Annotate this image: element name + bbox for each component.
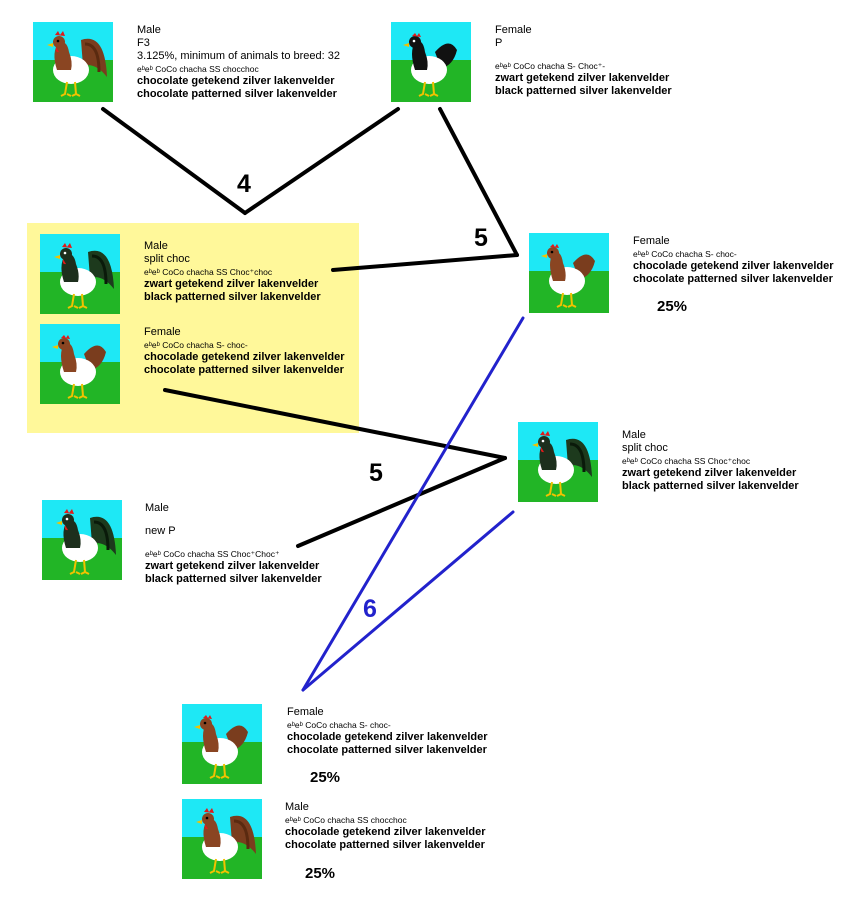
cross-line bbox=[331, 253, 519, 272]
sex-label: Female bbox=[495, 24, 532, 36]
sex-label: Female bbox=[144, 326, 181, 338]
cross-line bbox=[163, 388, 507, 460]
animal-info: Male F3 3.125%, minimum of animals to br… bbox=[137, 24, 340, 101]
cross-line bbox=[296, 456, 507, 548]
hen-brown-icon bbox=[182, 704, 262, 784]
genotype: eᵇeᵇ CoCo chacha SS chocchoc bbox=[137, 64, 259, 74]
animal-info: Male eᵇeᵇ CoCo chacha SS chocchoc chocol… bbox=[285, 801, 486, 852]
sex-label: Female bbox=[633, 235, 670, 247]
rooster-black-icon bbox=[40, 234, 120, 314]
name-english: chocolate patterned silver lakenvelder bbox=[144, 364, 344, 376]
name-english: chocolate patterned silver lakenvelder bbox=[137, 88, 337, 100]
generation-label: P bbox=[495, 37, 503, 49]
genotype: eᵇeᵇ CoCo chacha SS chocchoc bbox=[285, 815, 407, 825]
rooster-brown-icon bbox=[182, 799, 262, 879]
hen-brown-icon bbox=[40, 324, 120, 404]
sex-label: Male bbox=[622, 429, 646, 441]
genotype: eᵇeᵇ CoCo chacha S- choc- bbox=[144, 340, 248, 350]
name-dutch: chocolade getekend zilver lakenvelder bbox=[633, 260, 834, 272]
cross-line-blue bbox=[301, 316, 525, 692]
rooster-black-icon bbox=[42, 500, 122, 580]
animal-info: Female P eᵇeᵇ CoCo chacha S- Choc⁺- zwar… bbox=[495, 24, 672, 98]
genotype: eᵇeᵇ CoCo chacha S- choc- bbox=[633, 249, 737, 259]
animal-info: Female eᵇeᵇ CoCo chacha S- choc- chocola… bbox=[144, 326, 345, 377]
name-dutch: zwart getekend zilver lakenvelder bbox=[495, 72, 670, 84]
genotype: eᵇeᵇ CoCo chacha SS Choc⁺choc bbox=[622, 456, 751, 466]
generation-number: 5 bbox=[369, 459, 383, 487]
name-dutch: zwart getekend zilver lakenvelder bbox=[145, 560, 320, 572]
generation-label: F3 bbox=[137, 37, 150, 49]
name-english: black patterned silver lakenvelder bbox=[495, 85, 672, 97]
genotype: eᵇeᵇ CoCo chacha SS Choc⁺choc bbox=[144, 267, 273, 277]
sex-label: Male bbox=[144, 240, 168, 252]
name-dutch: zwart getekend zilver lakenvelder bbox=[622, 467, 797, 479]
sex-label: Male bbox=[137, 24, 161, 36]
animal-info: Male split choc eᵇeᵇ CoCo chacha SS Choc… bbox=[144, 240, 321, 304]
name-english: black patterned silver lakenvelder bbox=[622, 480, 799, 492]
name-english: black patterned silver lakenvelder bbox=[144, 291, 321, 303]
sex-label: Female bbox=[287, 706, 324, 718]
animal-info: Male split choc eᵇeᵇ CoCo chacha SS Choc… bbox=[622, 429, 799, 493]
status-label: split choc bbox=[144, 253, 190, 265]
sex-label: Male bbox=[145, 502, 169, 514]
name-dutch: chocolade getekend zilver lakenvelder bbox=[287, 731, 488, 743]
probability-label: 25% bbox=[657, 298, 688, 315]
hen-black-icon bbox=[391, 22, 471, 102]
status-label: new P bbox=[145, 525, 176, 537]
probability-label: 25% bbox=[310, 769, 341, 786]
sex-label: Male bbox=[285, 801, 309, 813]
animal-info: Female eᵇeᵇ CoCo chacha S- choc- chocola… bbox=[287, 706, 488, 757]
generation-number: 6 bbox=[363, 595, 377, 623]
breeding-note: 3.125%, minimum of animals to breed: 32 bbox=[137, 50, 340, 62]
name-english: black patterned silver lakenvelder bbox=[145, 573, 322, 585]
cross-line-blue bbox=[301, 510, 515, 692]
name-dutch: chocolade getekend zilver lakenvelder bbox=[285, 826, 486, 838]
cross-line bbox=[243, 107, 400, 215]
probability-label: 25% bbox=[305, 865, 336, 882]
rooster-black-icon bbox=[518, 422, 598, 502]
name-dutch: chocolate getekend zilver lakenvelder bbox=[137, 75, 335, 87]
genotype: eᵇeᵇ CoCo chacha S- choc- bbox=[287, 720, 391, 730]
name-english: chocolate patterned silver lakenvelder bbox=[633, 273, 833, 285]
genotype: eᵇeᵇ CoCo chacha S- Choc⁺- bbox=[495, 61, 606, 71]
generation-number: 4 bbox=[237, 170, 251, 198]
name-english: chocolate patterned silver lakenvelder bbox=[287, 744, 487, 756]
cross-line bbox=[438, 107, 519, 257]
generation-number: 5 bbox=[474, 224, 488, 252]
rooster-brown-icon bbox=[33, 22, 113, 102]
animal-info: Male new P eᵇeᵇ CoCo chacha SS Choc⁺Choc… bbox=[145, 502, 322, 586]
cross-line bbox=[101, 107, 247, 215]
name-dutch: chocolade getekend zilver lakenvelder bbox=[144, 351, 345, 363]
animal-info: Female eᵇeᵇ CoCo chacha S- choc- chocola… bbox=[633, 235, 834, 286]
hen-brown-icon bbox=[529, 233, 609, 313]
status-label: split choc bbox=[622, 442, 668, 454]
name-english: chocolate patterned silver lakenvelder bbox=[285, 839, 485, 851]
genotype: eᵇeᵇ CoCo chacha SS Choc⁺Choc⁺ bbox=[145, 549, 280, 559]
name-dutch: zwart getekend zilver lakenvelder bbox=[144, 278, 319, 290]
